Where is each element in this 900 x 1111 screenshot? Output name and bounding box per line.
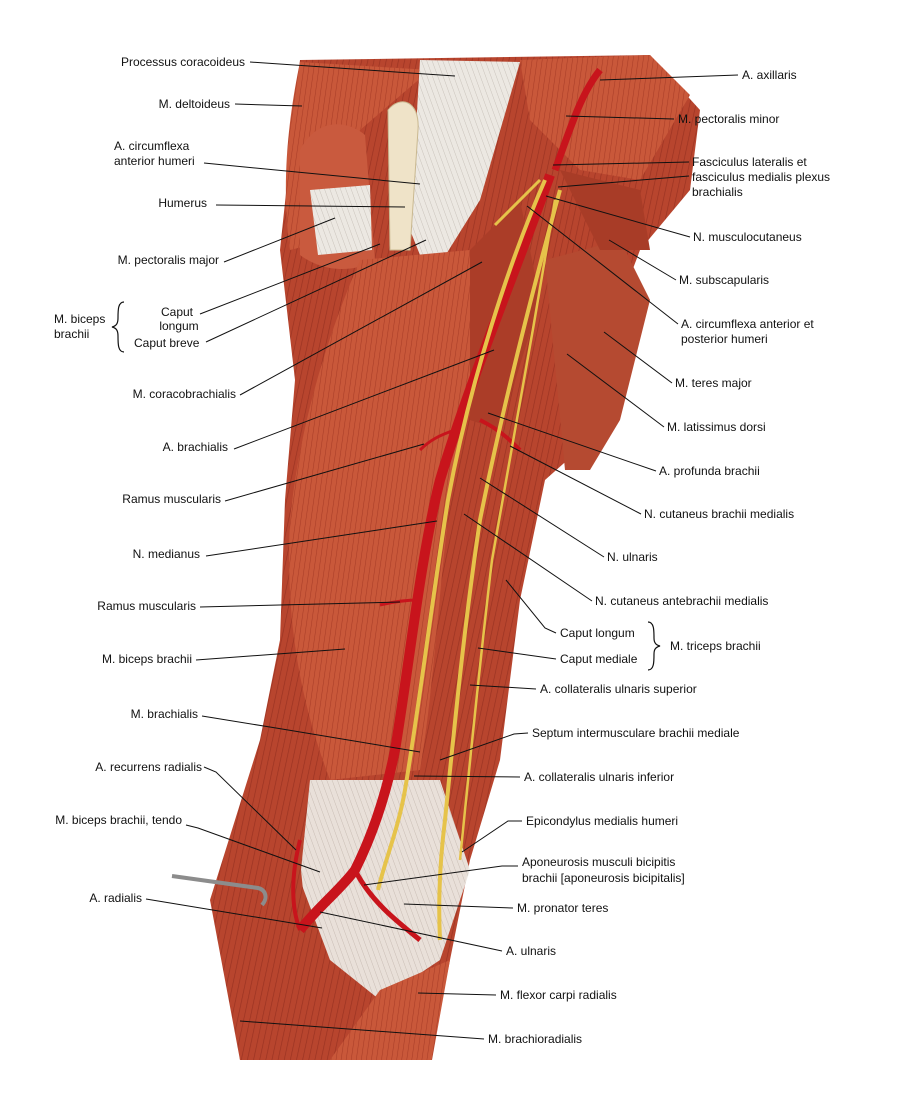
label-m-pectoralis-major: M. pectoralis major (118, 253, 219, 267)
label-a-circumflexa-ant-post-line2: posterior humeri (681, 332, 768, 346)
label-m-biceps-brachii: M. biceps brachii (102, 652, 192, 666)
label-fasciculus-line1: Fasciculus lateralis et (692, 155, 807, 169)
label-m-subscapularis: M. subscapularis (679, 273, 769, 287)
label-a-circumflexa-ant-post-line1: A. circumflexa anterior et (681, 317, 814, 331)
label-m-coracobrachialis: M. coracobrachialis (133, 387, 236, 401)
label-m-latissimus-dorsi: M. latissimus dorsi (667, 420, 766, 434)
label-processus-coracoideus: Processus coracoideus (121, 55, 245, 69)
label-fasciculus-line2: fasciculus medialis plexus (692, 170, 830, 184)
flexor-carpi-radialis-muscle (330, 960, 450, 1060)
label-m-flexor-carpi-radialis: M. flexor carpi radialis (500, 988, 617, 1002)
label-a-collateralis-ulnaris-superior: A. collateralis ulnaris superior (540, 682, 697, 696)
label-a-radialis: A. radialis (89, 891, 142, 905)
retractor-instrument (171, 874, 268, 907)
arm-illustration (171, 55, 700, 1060)
label-n-medianus: N. medianus (133, 547, 200, 561)
label-caput-mediale: Caput mediale (560, 652, 638, 666)
subscapularis-muscle (560, 170, 650, 250)
label-a-collateralis-ulnaris-inferior: A. collateralis ulnaris inferior (524, 770, 674, 784)
label-a-circumflexa-line1: A. circumflexa (114, 139, 190, 153)
label-m-pectoralis-minor: M. pectoralis minor (678, 112, 779, 126)
muscular-branch-2 (379, 598, 421, 607)
label-m-pronator-teres: M. pronator teres (517, 901, 608, 915)
label-a-ulnaris: A. ulnaris (506, 944, 556, 958)
label-m-brachioradialis: M. brachioradialis (488, 1032, 582, 1046)
label-caput-line1: Caput (161, 305, 194, 319)
label-septum-intermusculare: Septum intermusculare brachii mediale (532, 726, 740, 740)
label-a-brachialis: A. brachialis (163, 440, 228, 454)
label-a-recurrens-radialis: A. recurrens radialis (95, 760, 202, 774)
label-caput-line2: longum (159, 319, 198, 333)
leader-lines (145, 61, 739, 1040)
label-a-circumflexa-line2: anterior humeri (114, 154, 195, 168)
label-m-biceps-line2: brachii (54, 327, 89, 341)
label-m-biceps-line1: M. biceps (54, 312, 105, 326)
latissimus-dorsi-muscle (545, 240, 650, 470)
label-a-axillaris: A. axillaris (742, 68, 797, 82)
label-m-teres-major: M. teres major (675, 376, 752, 390)
medial-antebrachial-cutaneous-nerve (458, 199, 557, 861)
label-m-brachialis: M. brachialis (131, 707, 198, 721)
label-m-biceps-tendo: M. biceps brachii, tendo (55, 813, 182, 827)
coracoid-tendon (410, 60, 520, 280)
pectoralis-major-tendon (310, 185, 372, 255)
profunda-brachii-artery (479, 418, 522, 452)
label-m-triceps-brachii: M. triceps brachii (670, 639, 761, 653)
label-n-cutaneus-antebrachii-medialis: N. cutaneus antebrachii medialis (595, 594, 768, 608)
label-m-deltoideus: M. deltoideus (159, 97, 230, 111)
label-aponeurosis-line2: brachii [aponeurosis bicipitalis] (522, 871, 685, 885)
label-ramus-muscularis-upper: Ramus muscularis (122, 492, 221, 506)
label-n-cutaneus-brachii-medialis: N. cutaneus brachii medialis (644, 507, 794, 521)
bicipital-aponeurosis (300, 780, 470, 1000)
label-a-profunda-brachii: A. profunda brachii (659, 464, 760, 478)
axillary-artery (551, 67, 603, 172)
label-n-ulnaris: N. ulnaris (607, 550, 658, 564)
labels-right: A. axillaris M. pectoralis minor Fascicu… (488, 68, 830, 1046)
muscular-branch-1 (418, 428, 456, 452)
median-nerve (376, 179, 547, 891)
musculocutaneous-nerve (493, 178, 542, 227)
humerus-bone (387, 101, 419, 251)
label-ramus-muscularis-lower: Ramus muscularis (97, 599, 196, 613)
label-caput-breve: Caput breve (134, 336, 200, 350)
label-n-musculocutaneus: N. musculocutaneus (693, 230, 802, 244)
triceps-brace (647, 621, 661, 671)
label-epicondylus-medialis: Epicondylus medialis humeri (526, 814, 678, 828)
labels-left: Processus coracoideus M. deltoideus A. c… (54, 55, 245, 905)
label-fasciculus-line3: brachialis (692, 185, 743, 199)
label-aponeurosis-line1: Aponeurosis musculi bicipitis (522, 855, 675, 869)
label-caput-longum-triceps: Caput longum (560, 626, 635, 640)
ulnar-nerve (437, 189, 562, 941)
ulnar-artery-branch (352, 868, 422, 942)
label-humerus: Humerus (158, 196, 207, 210)
biceps-brace (111, 301, 125, 353)
